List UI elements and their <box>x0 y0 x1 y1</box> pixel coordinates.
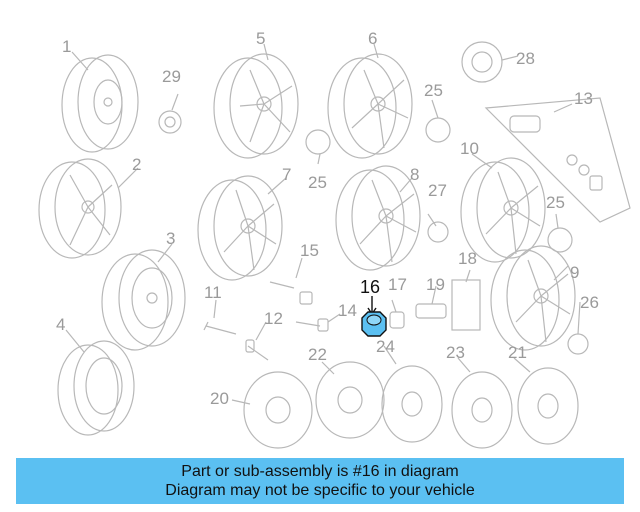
callout-11: 11 <box>204 283 222 302</box>
callout-25-c: 25 <box>546 193 565 212</box>
callout-5: 5 <box>256 29 266 48</box>
callout-14: 14 <box>338 301 357 320</box>
part-28-center-cap <box>461 41 503 83</box>
callout-15: 15 <box>300 241 319 260</box>
callout-4: 4 <box>56 315 66 334</box>
parts-diagram: 1 2 3 4 5 6 7 8 9 10 11 12 13 14 15 16 1… <box>38 29 631 449</box>
callout-21: 21 <box>508 343 527 362</box>
part-2-alloy-wheel <box>38 158 122 259</box>
callout-26: 26 <box>580 293 599 312</box>
part-8-alloy-wheel <box>335 165 421 271</box>
callout-16: 16 <box>360 277 381 297</box>
part-3-alloy-wheel <box>101 249 186 351</box>
callout-19: 19 <box>426 275 445 294</box>
part-10-alloy-wheel <box>460 157 546 263</box>
callout-10: 10 <box>460 139 479 158</box>
hubcaps <box>243 361 579 449</box>
callout-23: 23 <box>446 343 465 362</box>
callout-18: 18 <box>458 249 477 268</box>
callout-20: 20 <box>210 389 229 408</box>
callout-22: 22 <box>308 345 327 364</box>
part-16-highlighted-nut <box>361 296 387 337</box>
part-1-steel-wheel <box>61 54 139 153</box>
diagram-art <box>38 41 631 449</box>
callout-25-a: 25 <box>308 173 327 192</box>
callout-27: 27 <box>428 181 447 200</box>
callout-28: 28 <box>516 49 535 68</box>
callout-3: 3 <box>166 229 176 248</box>
part-7-alloy-wheel <box>197 175 283 281</box>
part-29-center-cap <box>158 110 182 134</box>
callout-25-b: 25 <box>424 81 443 100</box>
callout-9: 9 <box>570 263 580 282</box>
banner-line-1: Part or sub-assembly is #16 in diagram <box>181 463 459 480</box>
callout-8: 8 <box>410 165 420 184</box>
callout-13: 13 <box>574 89 593 108</box>
part-5-alloy-wheel <box>213 53 299 159</box>
info-banner: Part or sub-assembly is #16 in diagram D… <box>16 458 624 504</box>
callout-1: 1 <box>62 37 72 56</box>
callout-12: 12 <box>264 309 283 328</box>
callout-24: 24 <box>376 337 395 356</box>
callout-2: 2 <box>132 155 142 174</box>
callout-17: 17 <box>388 275 407 294</box>
banner-line-2: Diagram may not be specific to your vehi… <box>165 482 475 499</box>
part-9-alloy-wheel <box>490 245 576 351</box>
callout-7: 7 <box>282 165 292 184</box>
part-6-alloy-wheel <box>327 53 413 159</box>
part-4-steel-wheel <box>57 340 135 436</box>
part-13-tpms-kit <box>484 97 631 223</box>
callout-6: 6 <box>368 29 378 48</box>
callout-29: 29 <box>162 67 181 86</box>
